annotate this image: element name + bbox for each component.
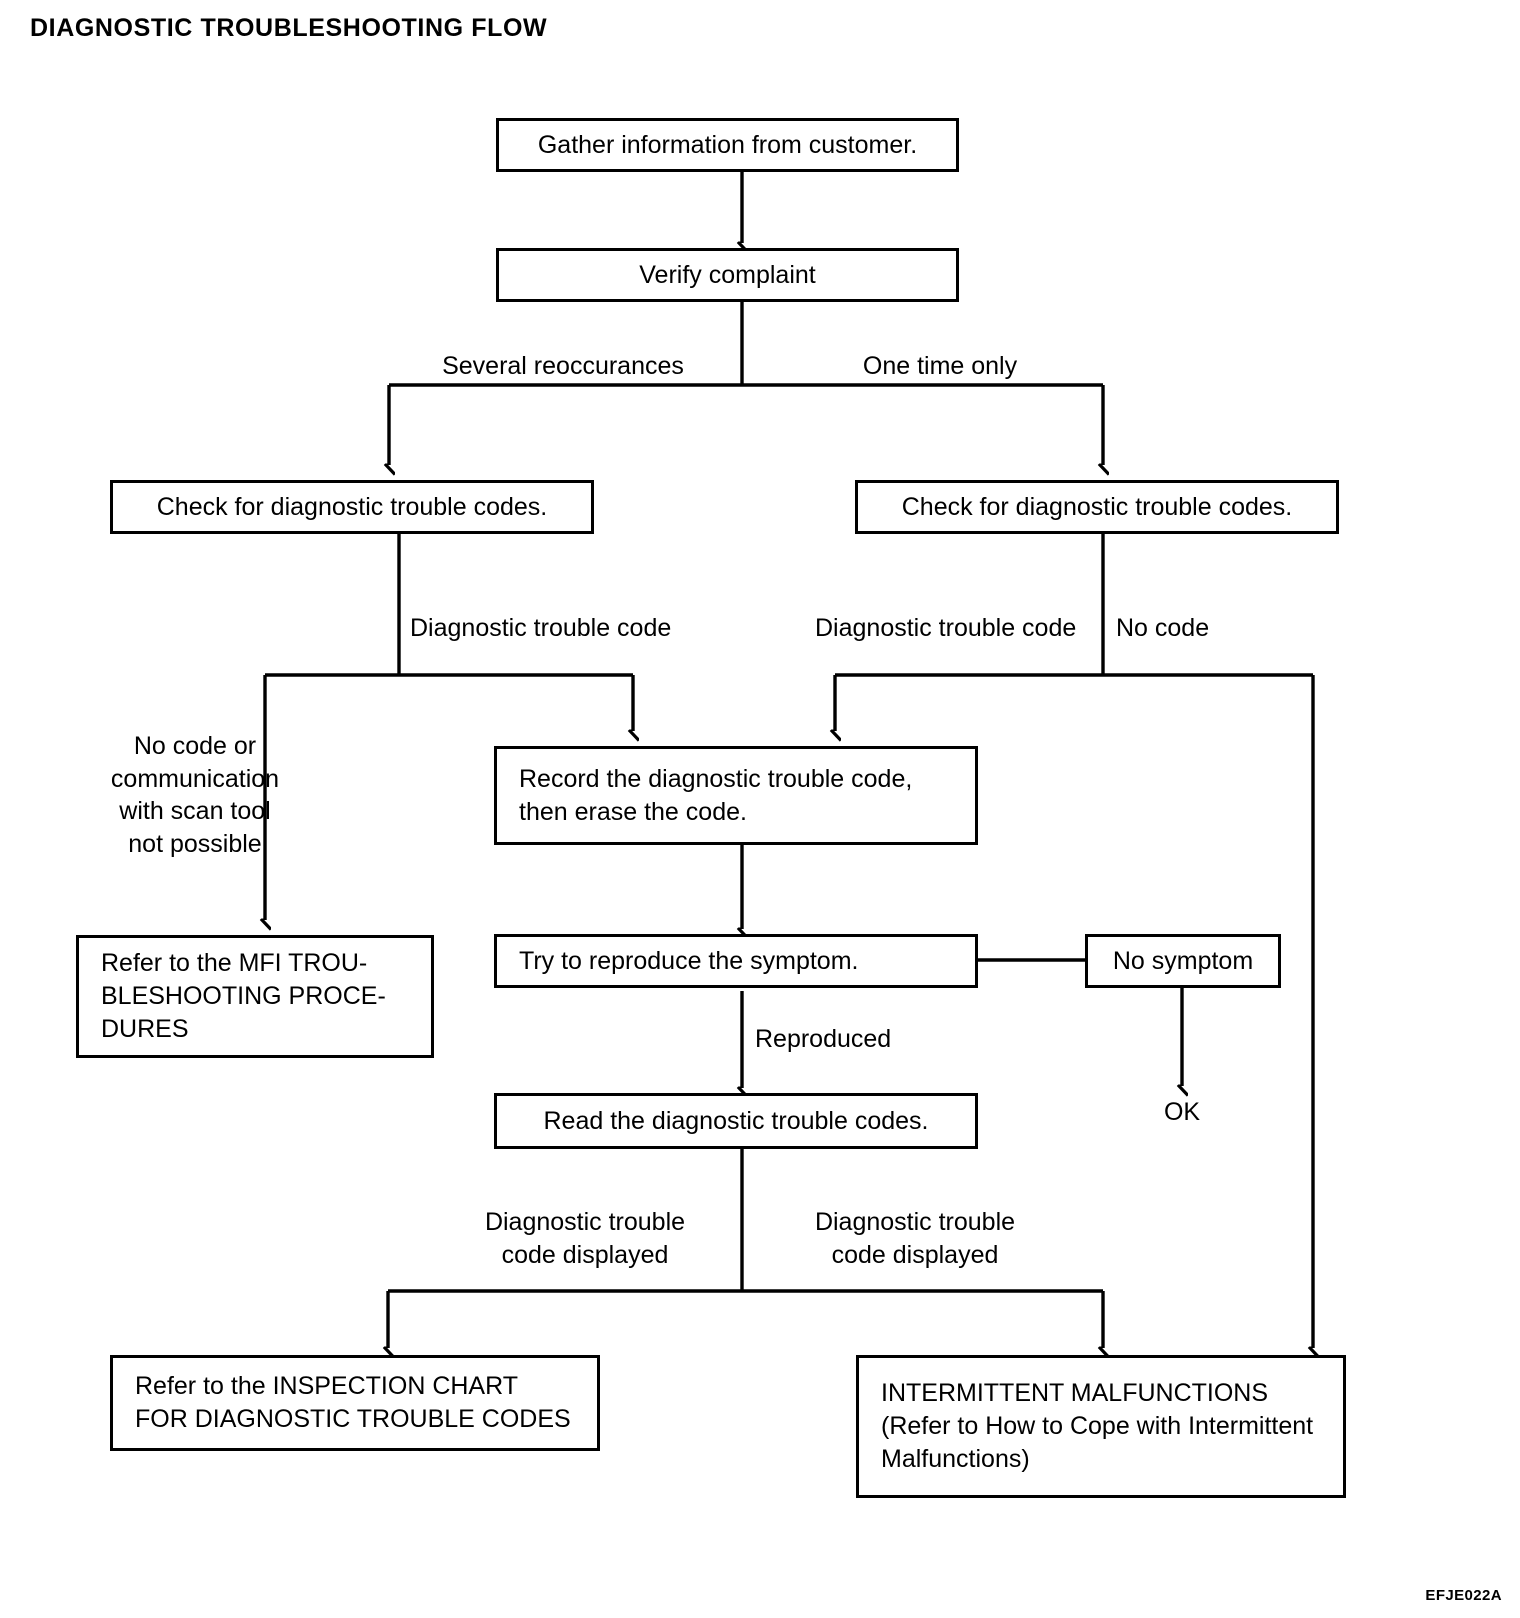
page-title: DIAGNOSTIC TROUBLESHOOTING FLOW	[30, 14, 548, 42]
node-check-codes-left[interactable]: Check for diagnostic trouble codes.	[110, 480, 594, 534]
edge-label-dtc-displayed-right: Diagnostic trouble code displayed	[814, 1208, 1016, 1269]
edge-label-dtc-left: Diagnostic trouble code	[410, 614, 672, 642]
figure-code: EFJE022A	[1425, 1587, 1502, 1604]
edge-label-one-time-only: One time only	[862, 352, 1018, 380]
node-verify-complaint[interactable]: Verify complaint	[496, 248, 959, 302]
edge-label-dtc-displayed-left: Diagnostic trouble code displayed	[484, 1208, 686, 1269]
edge-label-dtc-right: Diagnostic trouble code	[815, 614, 1077, 642]
node-gather-information[interactable]: Gather information from customer.	[496, 118, 959, 172]
node-mfi-troubleshooting-procedures[interactable]: Refer to the MFI TROU- BLESHOOTING PROCE…	[76, 935, 434, 1058]
edge-label-several-reoccurances: Several reoccurances	[442, 352, 684, 380]
edge-label-reproduced: Reproduced	[755, 1025, 892, 1053]
node-refer-inspection-chart[interactable]: Refer to the INSPECTION CHART FOR DIAGNO…	[110, 1355, 600, 1451]
node-no-symptom[interactable]: No symptom	[1085, 934, 1281, 988]
node-record-then-erase[interactable]: Record the diagnostic trouble code, then…	[494, 746, 978, 845]
edge-label-ok: OK	[1163, 1098, 1201, 1126]
node-check-codes-right[interactable]: Check for diagnostic trouble codes.	[855, 480, 1339, 534]
edge-label-no-code-or-communication: No code or communication with scan tool …	[110, 732, 280, 858]
edge-label-no-code: No code	[1116, 614, 1210, 642]
node-read-diagnostic-codes[interactable]: Read the diagnostic trouble codes.	[494, 1093, 978, 1149]
node-try-reproduce-symptom[interactable]: Try to reproduce the symptom.	[494, 934, 978, 988]
node-intermittent-malfunctions[interactable]: INTERMITTENT MALFUNCTIONS (Refer to How …	[856, 1355, 1346, 1498]
